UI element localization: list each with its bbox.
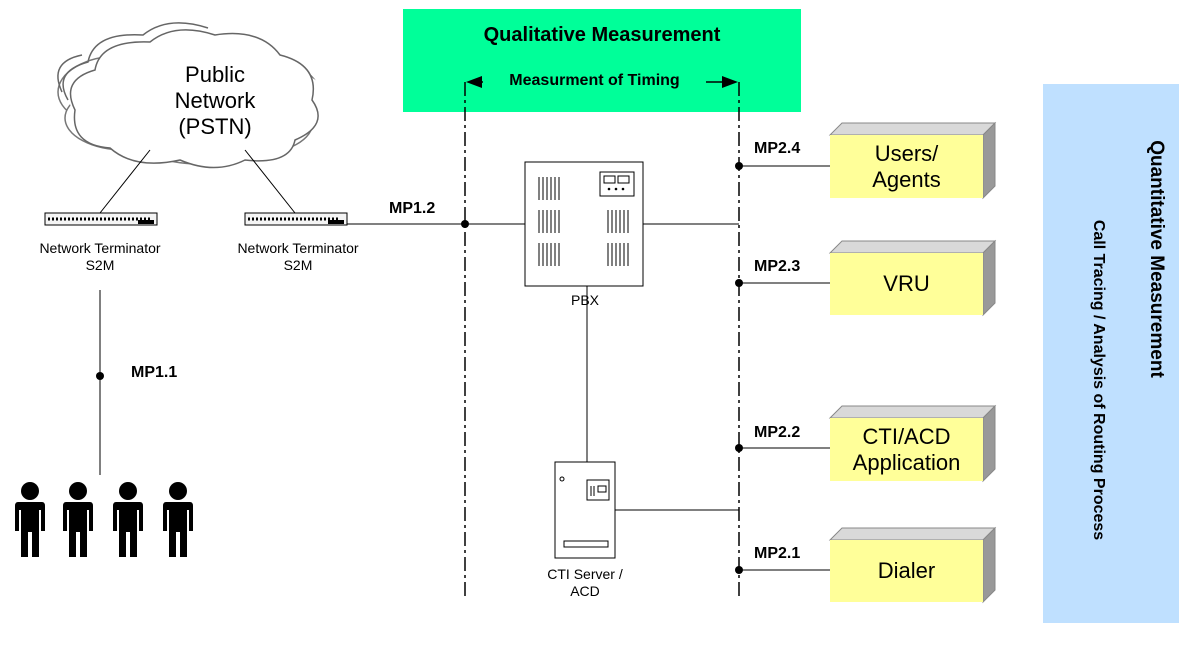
terminator-label-right: Network Terminator S2M: [208, 240, 388, 274]
cloud-label: Public Network (PSTN): [160, 62, 270, 140]
endpoint-label-dialer-line1: Dialer: [877, 558, 936, 583]
endpoint-label-vru: VRU: [830, 253, 983, 315]
cti-server-label: CTI Server / ACD: [525, 566, 645, 600]
quantitative-measurement-subtitle: Call Tracing / Analysis of Routing Proce…: [1090, 219, 1107, 541]
terminator-label-right-line2: S2M: [283, 257, 313, 273]
endpoint-label-dialer: Dialer: [830, 540, 983, 602]
qualitative-measurement-title: Qualitative Measurement: [483, 24, 721, 46]
mp1-1-label: MP1.1: [131, 364, 178, 381]
mp2-4-label: MP2.4: [754, 140, 801, 157]
mp1-2-label: MP1.2: [389, 200, 436, 217]
endpoint-vru-box: [828, 239, 997, 317]
cti-server-icon: [554, 461, 616, 559]
endpoint-dialer-box: [828, 526, 997, 604]
quantitative-measurement-box: [1043, 84, 1179, 623]
terminator-label-right-line1: Network Terminator: [237, 240, 359, 256]
endpoint-label-cti-line2: Application: [852, 449, 961, 475]
cti-server-label-line1: CTI Server /: [547, 566, 623, 582]
cti-server-label-line2: ACD: [570, 583, 600, 599]
mp2-2-label: MP2.2: [754, 424, 801, 441]
mp2-2-point: [735, 444, 743, 452]
mp2-3-label: MP2.3: [754, 258, 801, 275]
users-group-icon: [15, 482, 193, 557]
public-network-cloud: [57, 22, 330, 169]
endpoint-cti-acd-box: [828, 404, 997, 483]
network-terminator-icon: [44, 212, 158, 226]
endpoint-label-users-line1: Users/: [874, 140, 939, 166]
cloud-label-line3: (PSTN): [178, 114, 252, 139]
endpoint-label-users-agents: Users/ Agents: [830, 135, 983, 198]
quantitative-measurement-title: Quantitative Measurement: [1146, 140, 1167, 378]
endpoint-label-users-line2: Agents: [872, 166, 941, 192]
terminator-label-left-line1: Network Terminator: [39, 240, 161, 256]
mp2-1-point: [735, 566, 743, 574]
terminator-label-left-line2: S2M: [85, 257, 115, 273]
cloud-label-line1: Public: [185, 62, 245, 87]
terminator-label-left: Network Terminator S2M: [10, 240, 190, 274]
mp2-3-point: [735, 279, 743, 287]
mp2-4-point: [735, 162, 743, 170]
pbx-label: PBX: [570, 292, 599, 308]
mp1-1-point: [96, 372, 104, 380]
cloud-label-line2: Network: [174, 88, 256, 113]
endpoint-label-cti-acd: CTI/ACD Application: [830, 418, 983, 481]
pbx-icon: [524, 161, 644, 287]
timing-label: Measurment of Timing: [483, 72, 706, 90]
endpoint-users-agents-box: [828, 121, 997, 200]
mp1-2-point: [461, 220, 469, 228]
mp2-1-label: MP2.1: [754, 545, 801, 562]
network-terminator-icon: [244, 212, 348, 226]
endpoint-label-cti-line1: CTI/ACD: [862, 423, 951, 449]
qualitative-measurement-box: [403, 9, 801, 112]
endpoint-label-vru-line1: VRU: [883, 271, 930, 296]
